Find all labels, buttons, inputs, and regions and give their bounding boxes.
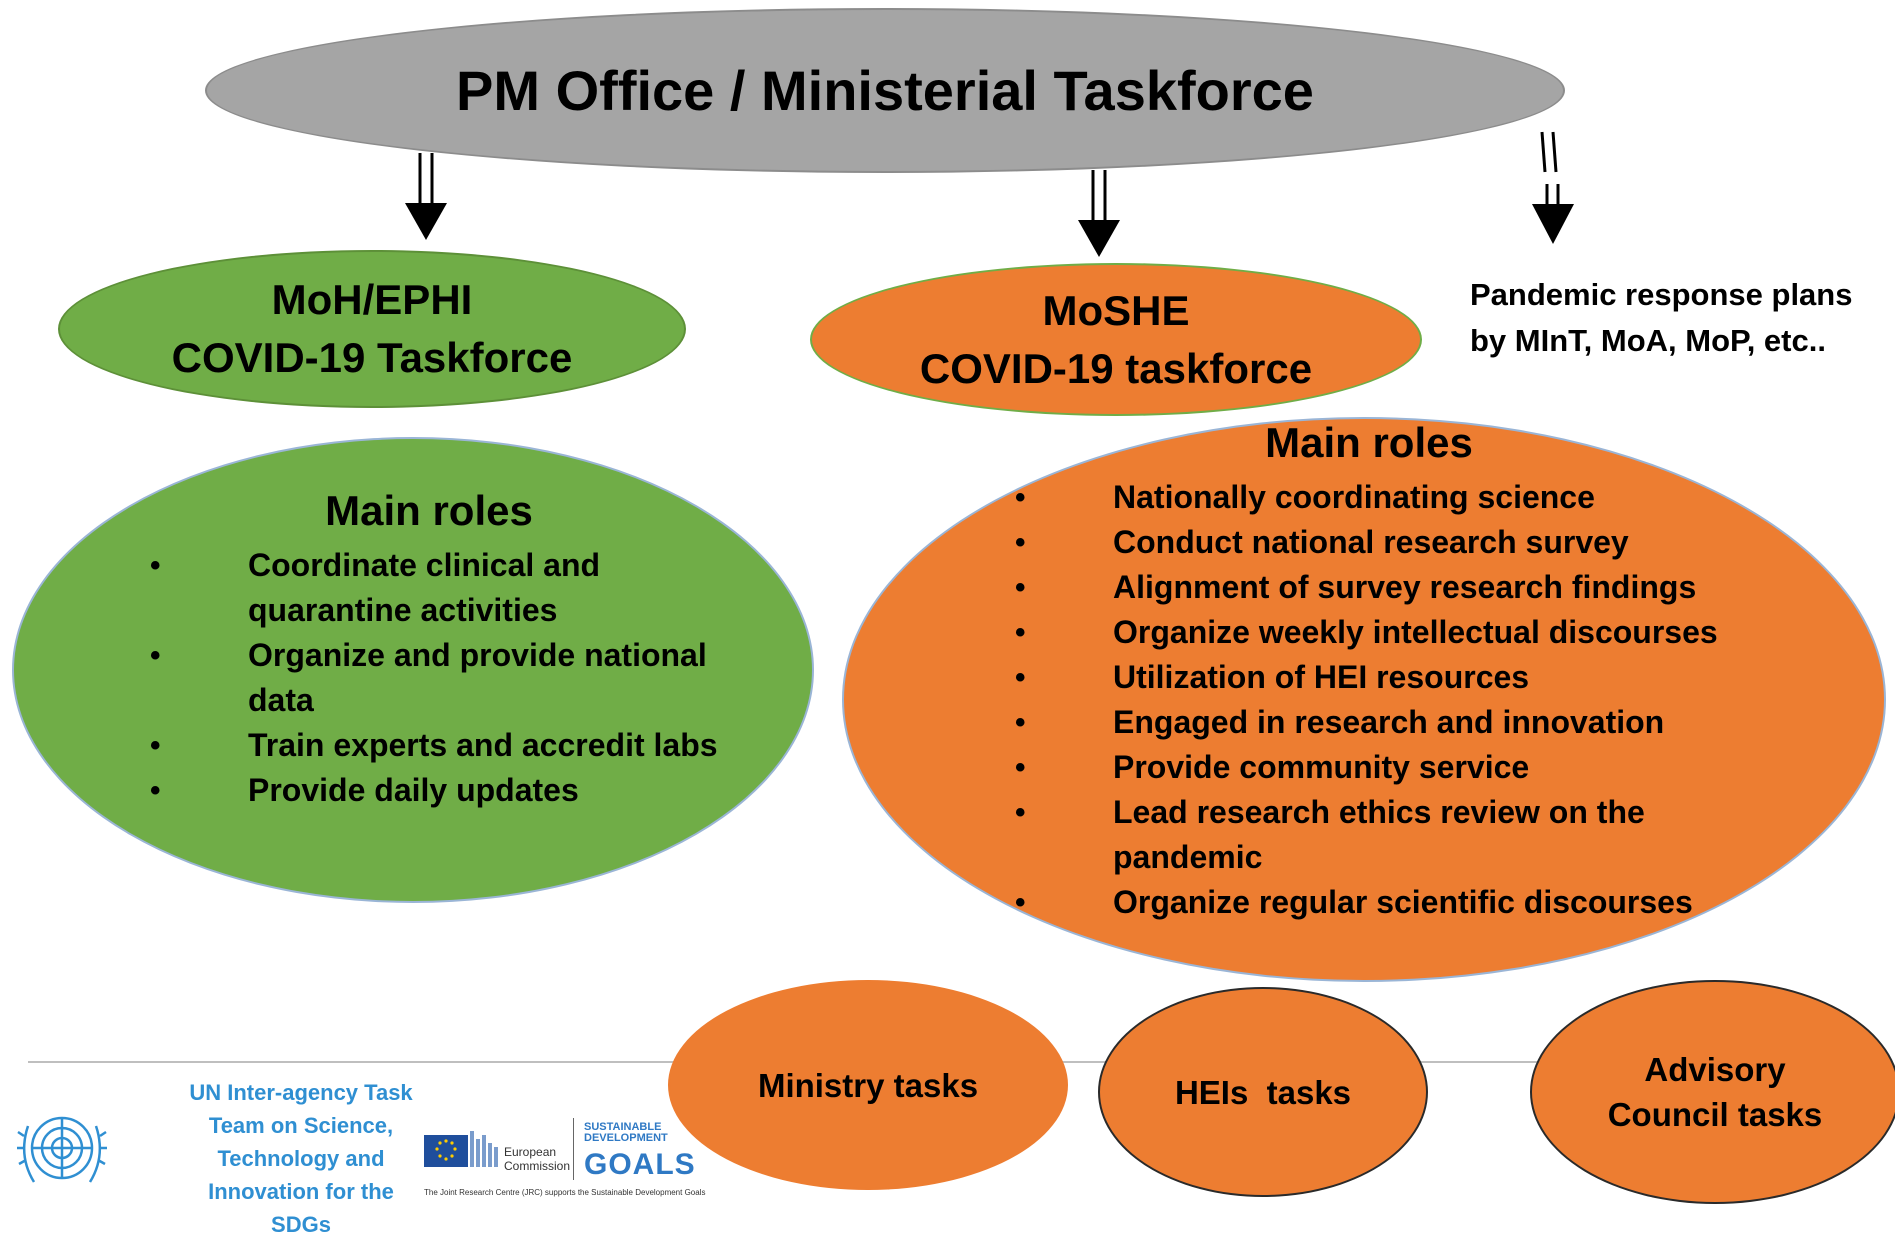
moshe-roles-title: Main roles [1265, 419, 1473, 466]
un-text-line: UN Inter-agency Task [189, 1080, 413, 1105]
list-item: Coordinate clinical and quarantine activ… [150, 543, 730, 633]
moshe-roles-list: Nationally coordinating science Conduct … [1015, 475, 1735, 925]
list-item: Utilization of HEI resources [1015, 655, 1735, 700]
moshe-main-roles-node: Main roles Nationally coordinating scien… [842, 417, 1886, 982]
jrc-note: The Joint Research Centre (JRC) supports… [424, 1188, 706, 1197]
pm-office-node: PM Office / Ministerial Taskforce [205, 8, 1565, 173]
european-commission-logo-icon [424, 1131, 498, 1167]
arrow-to-moh [405, 153, 447, 240]
arrow-to-pandemic-plans [1532, 131, 1574, 244]
ministry-tasks-label: Ministry tasks [757, 1066, 979, 1104]
logo-divider [573, 1118, 574, 1180]
pm-office-title: PM Office / Ministerial Taskforce [456, 59, 1314, 122]
un-text-line: Technology and [217, 1146, 385, 1171]
ministry-tasks-node: Ministry tasks [668, 980, 1068, 1190]
moshe-line-2: COVID-19 taskforce [919, 344, 1313, 392]
un-emblem-icon [17, 1116, 107, 1183]
moh-main-roles-node: Main roles Coordinate clinical and quara… [12, 437, 814, 903]
advisory-line-2: Council tasks [1607, 1096, 1823, 1133]
list-item: Organize regular scientific discourses [1015, 880, 1735, 925]
pandemic-line-2: by MInT, MoA, MoP, etc.. [1470, 323, 1826, 358]
sdg-goals-logo: GOALS [584, 1148, 696, 1181]
ec-text-line: European [504, 1145, 557, 1159]
pandemic-response-plans: Pandemic response plans by MInT, MoA, Mo… [1470, 272, 1895, 364]
moh-roles-title: Main roles [325, 487, 533, 534]
arrow-to-moshe [1078, 170, 1120, 257]
moshe-taskforce-node: MoSHE COVID-19 taskforce [810, 263, 1422, 416]
ec-text-line: Commission [504, 1159, 571, 1173]
list-item: Organize weekly intellectual discourses [1015, 610, 1735, 655]
moh-roles-list: Coordinate clinical and quarantine activ… [150, 543, 730, 813]
un-text-line: Team on Science, [208, 1113, 394, 1138]
heis-tasks-node: HEIs tasks [1098, 987, 1428, 1197]
list-item: Organize and provide national data [150, 633, 730, 723]
list-item: Provide daily updates [150, 768, 730, 813]
pandemic-line-1: Pandemic response plans [1470, 277, 1853, 312]
list-item: Alignment of survey research findings [1015, 565, 1735, 610]
sdg-text-line: DEVELOPMENT [584, 1132, 668, 1144]
list-item: Train experts and accredit labs [150, 723, 730, 768]
un-text-line: Innovation for the SDGs [208, 1179, 394, 1237]
advisory-council-tasks-node: Advisory Council tasks [1530, 980, 1895, 1204]
list-item: Lead research ethics review on the pande… [1015, 790, 1735, 880]
moh-line-1: MoH/EPHI [271, 276, 473, 323]
moshe-line-1: MoSHE [1042, 286, 1190, 334]
moh-line-2: COVID-19 Taskforce [171, 334, 573, 381]
moh-ephi-taskforce-node: MoH/EPHI COVID-19 Taskforce [58, 250, 686, 408]
list-item: Provide community service [1015, 745, 1735, 790]
un-task-team-text: UN Inter-agency Task Team on Science, Te… [186, 1076, 416, 1241]
advisory-line-1: Advisory [1644, 1051, 1786, 1088]
list-item: Nationally coordinating science [1015, 475, 1735, 520]
sdg-logo-text: SUSTAINABLE DEVELOPMENT [584, 1122, 668, 1144]
list-item: Engaged in research and innovation [1015, 700, 1735, 745]
list-item: Conduct national research survey [1015, 520, 1735, 565]
european-commission-text: European Commission [504, 1145, 570, 1173]
sdg-text-line: SUSTAINABLE [584, 1121, 662, 1133]
heis-tasks-label: HEIs tasks [1174, 1073, 1352, 1111]
